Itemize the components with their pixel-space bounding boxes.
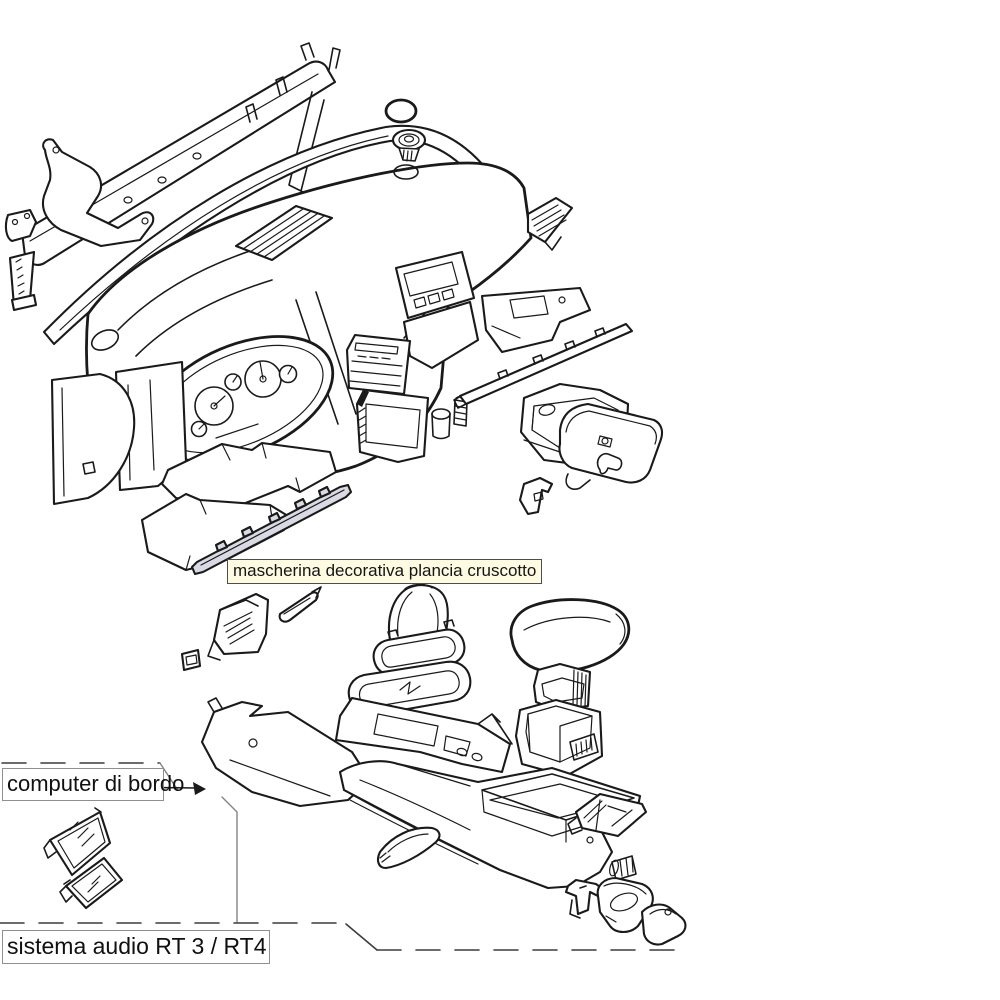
display-unit-2[interactable]	[59, 856, 124, 910]
side-vent-right[interactable]	[526, 196, 574, 251]
console-strip-small[interactable]	[278, 586, 322, 623]
armrest-lid[interactable]	[509, 598, 631, 673]
sill-trim-right[interactable]	[453, 322, 634, 409]
center-display-unit[interactable]	[394, 250, 480, 370]
center-vent-grille[interactable]	[234, 204, 334, 262]
knee-panel-upper[interactable]	[160, 441, 338, 508]
dash-end-cap-left[interactable]	[50, 372, 136, 506]
console-square-small[interactable]	[180, 648, 202, 672]
console-vent-small[interactable]	[207, 592, 270, 661]
console-storage-bin[interactable]	[514, 698, 604, 778]
zone-label-computer-di-bordo[interactable]: computer di bordo	[2, 768, 184, 801]
cup-holder-insert[interactable]	[431, 408, 451, 440]
tweeter-speaker[interactable]	[391, 128, 427, 162]
zone-line-audio	[0, 796, 689, 951]
ashtray-lid[interactable]	[640, 903, 687, 946]
zone-line-computer	[1, 762, 178, 790]
cross-car-beam[interactable]	[4, 42, 341, 312]
console-bracket[interactable]	[564, 878, 606, 919]
part-tooltip: mascherina decorativa plancia cruscotto	[227, 559, 543, 584]
highlighted-trim-strip[interactable]	[190, 483, 353, 576]
heater-control-unit[interactable]	[345, 333, 412, 396]
glovebox-hook[interactable]	[596, 452, 623, 475]
zone-label-sistema-audio[interactable]: sistema audio RT 3 / RT4	[2, 930, 270, 964]
display-unit-1[interactable]	[43, 807, 112, 877]
ashtray-body[interactable]	[596, 876, 654, 934]
lower-panel-right[interactable]	[480, 286, 592, 354]
console-wing-trim[interactable]	[376, 826, 441, 870]
glovebox-clip[interactable]	[518, 476, 554, 516]
console-top-plate[interactable]	[334, 696, 513, 774]
console-rear-vent[interactable]	[567, 792, 648, 838]
glovebox-lid[interactable]	[558, 402, 664, 490]
speaker-ring[interactable]	[384, 98, 418, 124]
console-rear-body[interactable]	[338, 760, 642, 890]
console-side-panel[interactable]	[200, 697, 479, 865]
power-socket[interactable]	[608, 855, 637, 881]
console-ribbed-tray[interactable]	[532, 662, 592, 712]
storage-tray[interactable]	[355, 388, 430, 464]
